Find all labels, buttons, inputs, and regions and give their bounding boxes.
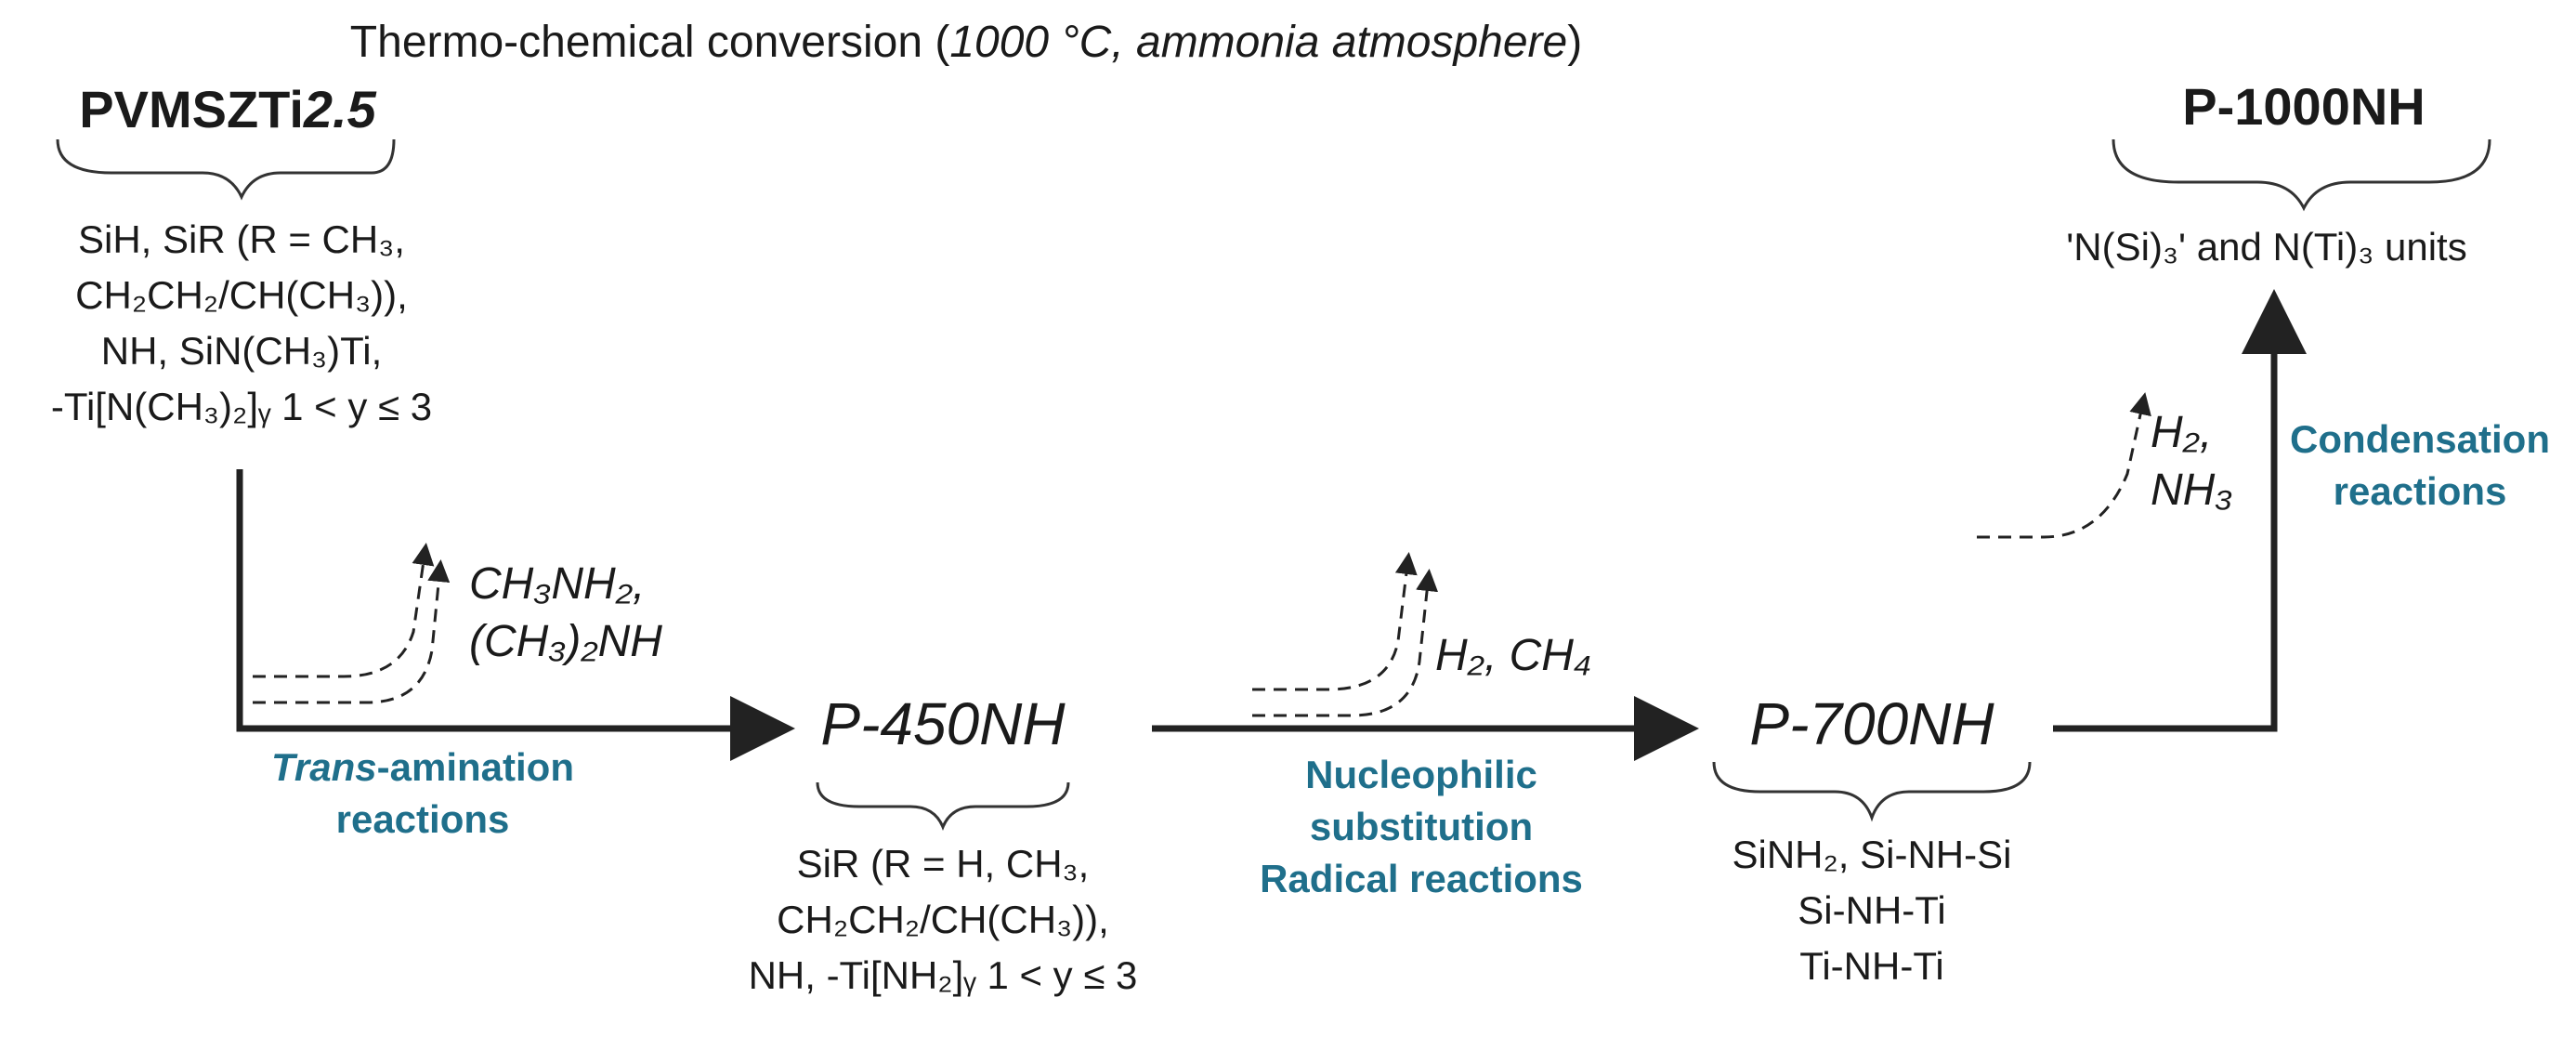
p700-group-line: Si-NH-Ti <box>1798 888 1946 932</box>
title-prefix: Thermo-chemical conversion ( <box>349 18 950 67</box>
p700-group-line: Ti-NH-Ti <box>1799 944 1944 988</box>
reaction-line: substitution <box>1309 805 1534 848</box>
p1000-groups: 'N(Si)₃' and N(Ti)₃ units <box>2007 219 2527 275</box>
gases-step1: CH₃NH₂, (CH₃)₂NH <box>469 556 662 671</box>
arrow-precursor-to-p450 <box>236 469 795 761</box>
gas-arrow-1a <box>253 543 435 678</box>
p700-group-line: SiNH₂, Si-NH-Si <box>1732 833 2012 876</box>
p450-group-line: NH, -Ti[NH₂]ᵧ 1 < y ≤ 3 <box>748 953 1138 997</box>
precursor-name-main: PVMSZTi <box>79 80 304 138</box>
gas-line: (CH₃)₂NH <box>469 617 662 666</box>
reaction-line: Condensation <box>2290 417 2550 461</box>
gas-arrow-1b <box>253 559 451 704</box>
p450-group-line: SiR (R = H, CH₃, <box>796 842 1090 886</box>
p1000-name: P-1000NH <box>2182 77 2426 136</box>
reaction-step3: Condensation reactions <box>2267 413 2573 518</box>
title-suffix: ) <box>1567 18 1583 67</box>
p450-brace <box>816 781 1070 831</box>
p450-group-line: CH₂CH₂/CH(CH₃)), <box>777 898 1109 941</box>
reaction-step2: Nucleophilic substitution Radical reacti… <box>1226 749 1616 905</box>
p1000-brace <box>2112 138 2491 212</box>
precursor-group-line: -Ti[N(CH₃)₂]ᵧ 1 < y ≤ 3 <box>50 385 433 428</box>
gas-arrow-2a <box>1252 552 1418 691</box>
gases-step2: H₂, CH₄ <box>1435 627 1591 685</box>
p450-name: P-450NH <box>820 690 1066 757</box>
arrow-p700-to-p1000 <box>2053 289 2307 732</box>
p700-brace <box>1712 761 2032 822</box>
gas-arrow-2b <box>1252 569 1439 717</box>
precursor-groups: SiH, SiR (R = CH₃, CH₂CH₂/CH(CH₃)), NH, … <box>0 212 483 435</box>
precursor-brace <box>56 138 396 201</box>
reaction-line: Radical reactions <box>1260 857 1583 900</box>
gas-line: CH₃NH₂, <box>469 559 646 609</box>
precursor-name-suffix: 2.5 <box>303 80 376 138</box>
p700-name: P-700NH <box>1749 690 1994 757</box>
diagram-title: Thermo-chemical conversion (1000 °C, amm… <box>0 17 1932 68</box>
reaction-step1-line1: Trans-amination <box>214 742 632 794</box>
gas-line: H₂, <box>2151 408 2213 457</box>
reaction-step1-line2: reactions <box>335 797 510 841</box>
title-conditions: 1000 °C, ammonia atmosphere <box>949 18 1568 67</box>
reaction-step1-rest: -amination <box>376 745 574 789</box>
precursor-group-line: SiH, SiR (R = CH₃, <box>78 217 405 261</box>
p1000-group-line: 'N(Si)₃' and N(Ti)₃ units <box>2066 225 2467 269</box>
reaction-line: reactions <box>2333 469 2507 513</box>
precursor-group-line: NH, SiN(CH₃)Ti, <box>100 329 383 373</box>
reaction-step1-italic: Trans <box>271 745 377 789</box>
gas-line: NH₃ <box>2151 466 2233 515</box>
precursor-group-line: CH₂CH₂/CH(CH₃)), <box>75 273 408 317</box>
gas-line: H₂, CH₄ <box>1435 631 1592 680</box>
gases-step3: H₂, NH₃ <box>2151 404 2232 519</box>
precursor-name: PVMSZTi2.5 <box>65 79 390 139</box>
gas-arrow-3 <box>1977 392 2151 539</box>
p450-groups: SiR (R = H, CH₃, CH₂CH₂/CH(CH₃)), NH, -T… <box>673 836 1212 1004</box>
reaction-line: Nucleophilic <box>1305 753 1537 796</box>
reaction-step1: Trans-amination reactions <box>214 742 632 846</box>
p700-groups: SiNH₂, Si-NH-Si Si-NH-Ti Ti-NH-Ti <box>1672 827 2072 994</box>
